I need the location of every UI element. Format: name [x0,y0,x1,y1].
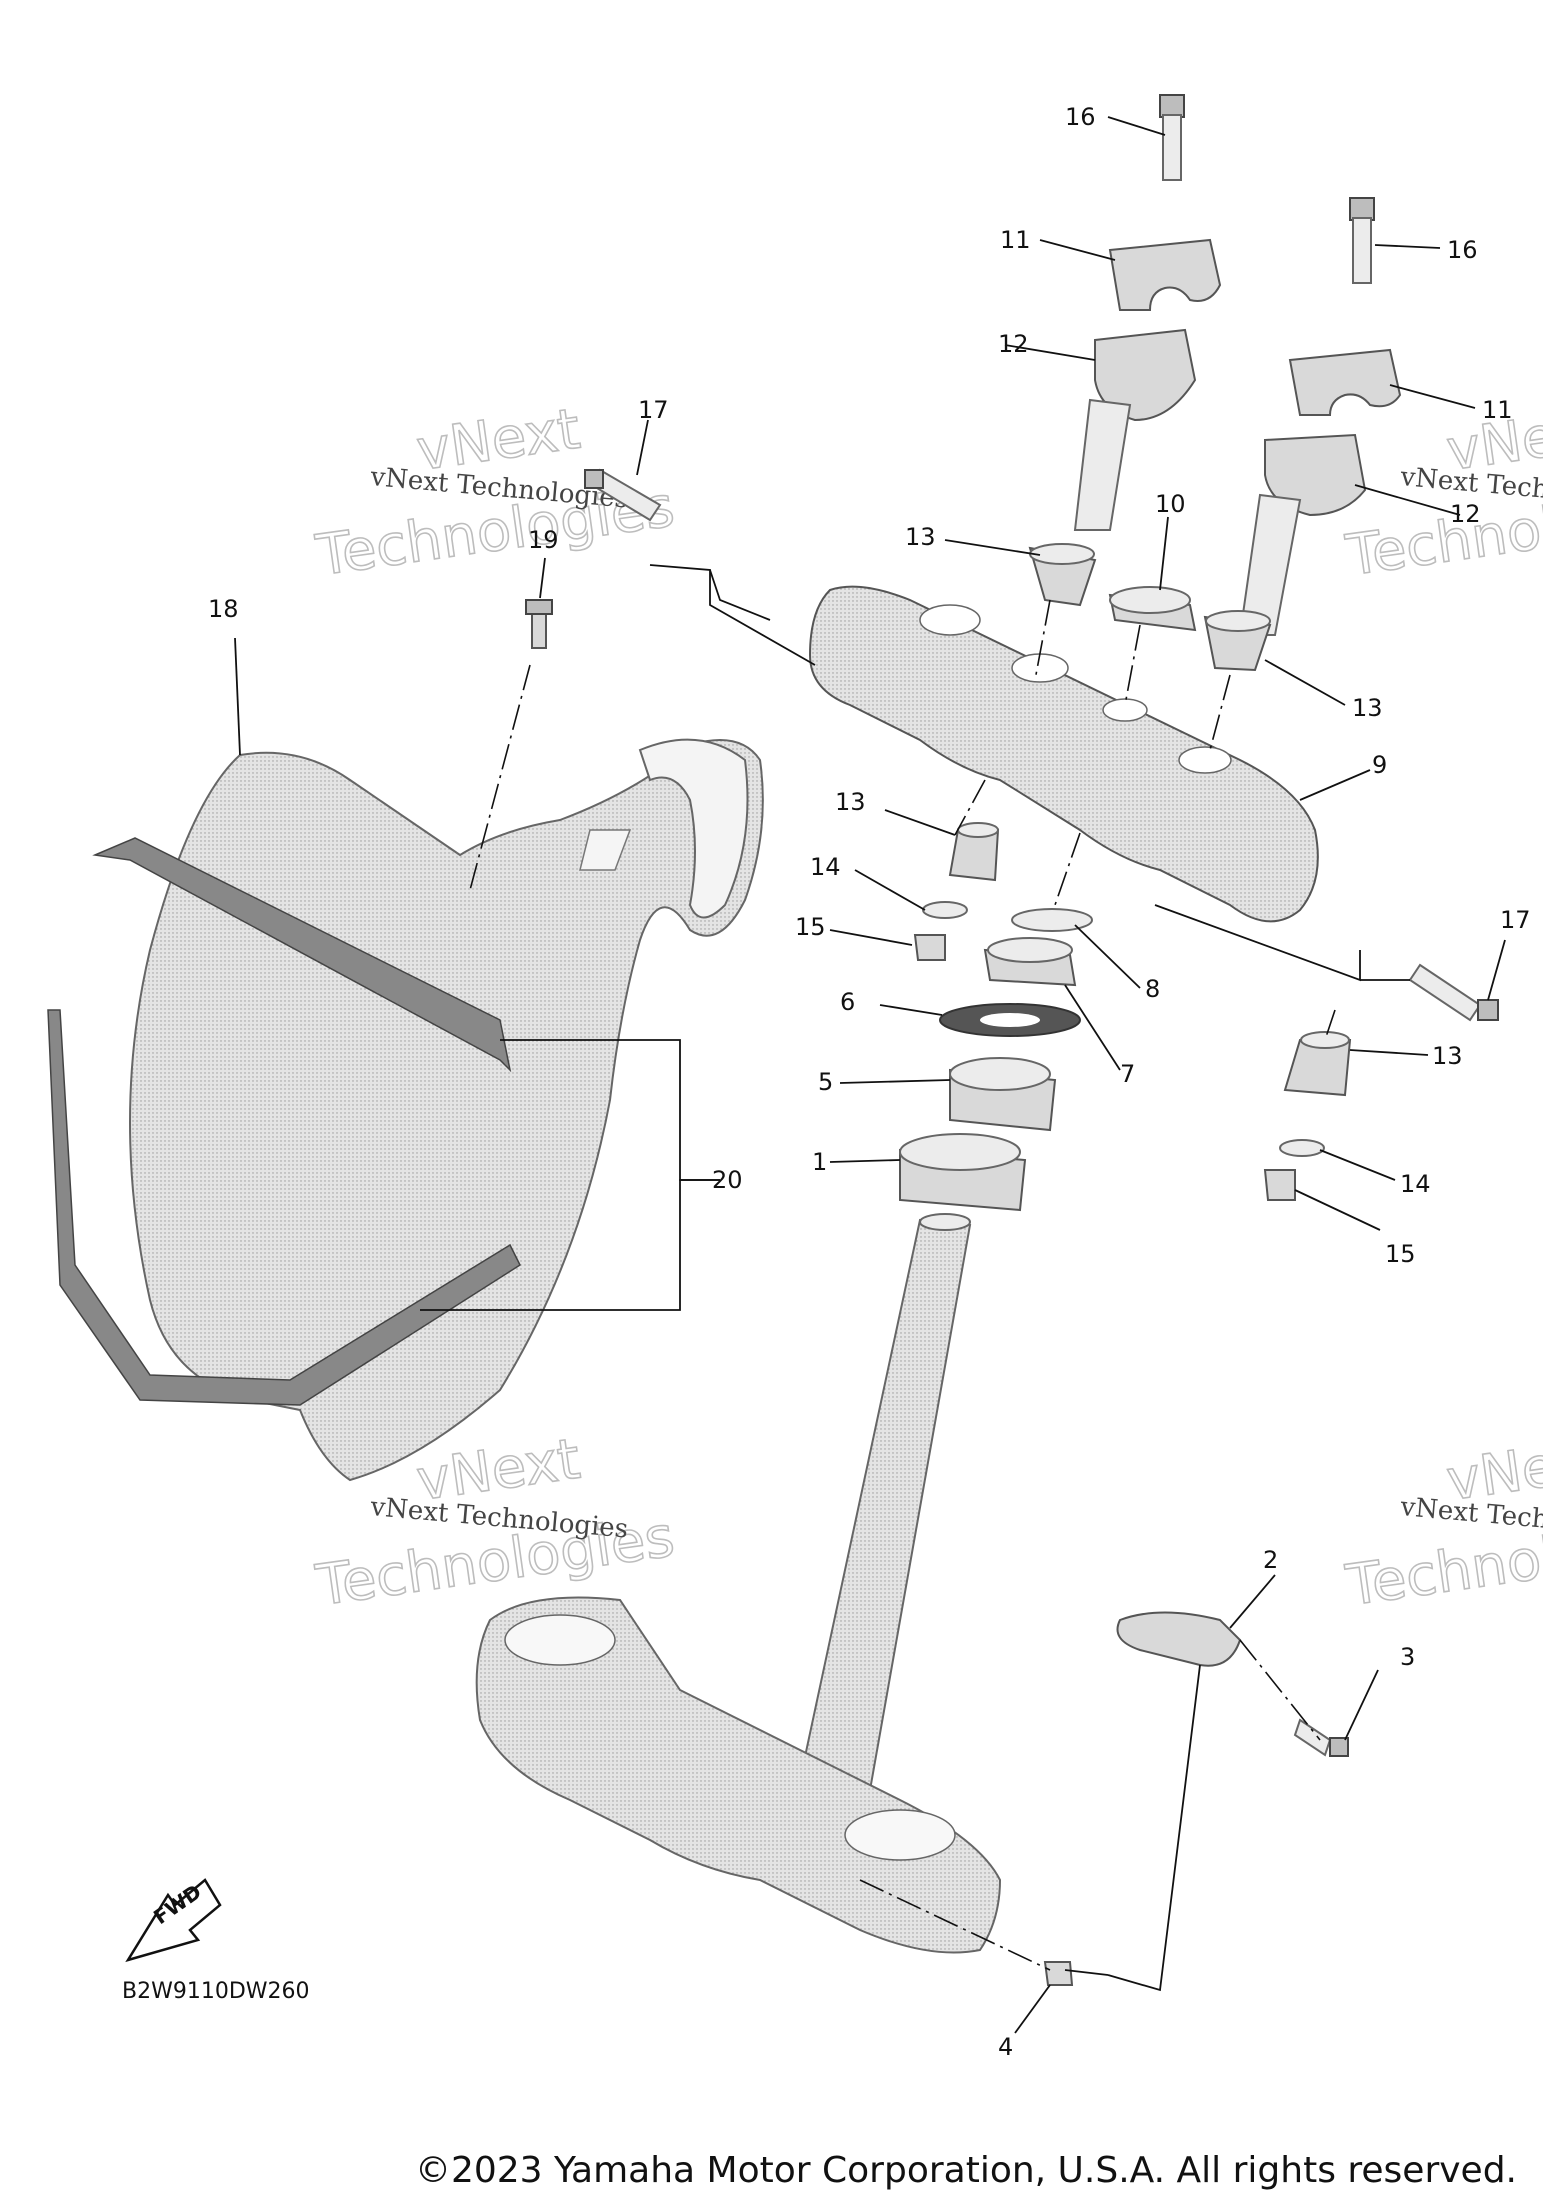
callout-3: 3 [1400,1643,1415,1671]
collar-13-upper-left [1028,543,1097,607]
fwd-arrow-icon: FWD [125,1878,222,1963]
callout-13: 13 [1352,694,1383,722]
callout-11: 11 [1482,396,1513,424]
callout-15: 15 [795,913,826,941]
callout-17: 17 [638,396,669,424]
washer-14-right [1279,1139,1325,1157]
callout-13: 13 [835,788,866,816]
bolt-16-right [1349,197,1375,284]
handlebar-holder-lower-right [1238,433,1367,636]
collar-13-mid [948,822,1000,882]
collar-13-right [1283,1031,1352,1097]
callout-20: 20 [712,1166,743,1194]
handlebar-holder-upper-left [1108,238,1222,311]
bolt-17-left [584,468,662,522]
decal-part [47,837,521,1406]
callout-7: 7 [1120,1060,1135,1088]
number-plate-part [129,738,764,1482]
callout-13: 13 [1432,1042,1463,1070]
copyright-notice: ©2023 Yamaha Motor Corporation, U.S.A. A… [414,2150,1517,2191]
callout-18: 18 [208,595,239,623]
callout-1: 1 [812,1148,827,1176]
callout-12: 12 [998,330,1029,358]
callout-labels: 16 16 11 11 12 12 17 17 19 18 13 10 13 9… [208,103,1531,2061]
callout-8: 8 [1145,975,1160,1003]
handlebar-holder-upper-right [1288,348,1402,416]
steering-stem-part [798,1213,972,1792]
bolt-16-left [1159,94,1185,181]
seal-6-part [939,1003,1081,1037]
callout-10: 10 [1155,490,1186,518]
callout-16: 16 [1065,103,1096,131]
callout-15: 15 [1385,1240,1416,1268]
callout-6: 6 [840,988,855,1016]
callout-17: 17 [1500,906,1531,934]
washer-14-left [922,901,968,919]
nut-15-left [913,934,946,961]
cable-guide-part [1116,1611,1242,1667]
upper-bracket-part [808,585,1319,923]
leader-lines [234,116,1506,2034]
bearing-5-part [949,1057,1057,1132]
under-bracket-part [475,1596,1002,1954]
watermark-top-right: vNext Technologies vNext Technologies [1341,396,1543,590]
callout-9: 9 [1372,751,1387,779]
callout-11: 11 [1000,226,1031,254]
bolt-19-part [525,599,553,649]
callout-5: 5 [818,1068,833,1096]
callout-14: 14 [1400,1170,1431,1198]
axis-lines [469,599,1336,1971]
diagram-code: B2W9110DW260 [122,1979,310,2004]
callout-14: 14 [810,853,841,881]
bolt-3-part [1293,1718,1349,1757]
callout-12: 12 [1450,500,1481,528]
callout-13: 13 [905,523,936,551]
handlebar-holder-lower-left [1073,328,1197,531]
callout-4: 4 [998,2033,1013,2061]
callout-19: 19 [528,526,559,554]
callout-16: 16 [1447,236,1478,264]
seal-1-part [899,1133,1027,1212]
nut-4-part [1043,1961,1074,1986]
washer-8-part [1011,908,1093,932]
washer-10-part [1108,586,1197,632]
watermark-bottom-right: vNext Technologies vNext Technologies [1341,1426,1543,1620]
bolt-17-right [1408,963,1499,1022]
nut-15-right [1263,1169,1296,1201]
bearing-7-part [983,937,1077,987]
callout-2: 2 [1263,1546,1278,1574]
collar-13-upper-right [1203,610,1272,672]
